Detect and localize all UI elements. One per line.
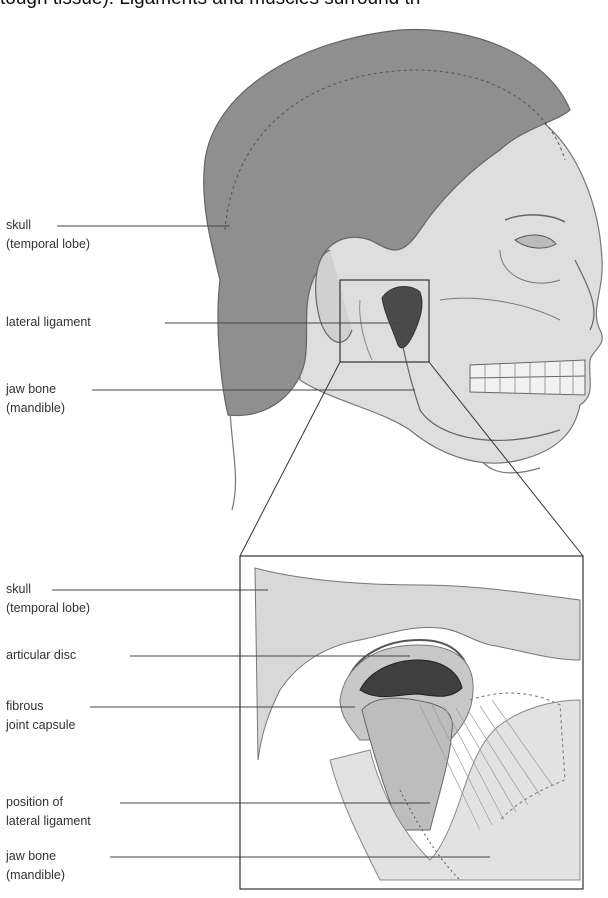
teeth (470, 360, 585, 395)
label-skull-top-line2: (temporal lobe) (6, 235, 90, 254)
label-articular-disc-line1: articular disc (6, 646, 76, 665)
label-skull-bottom: skull (temporal lobe) (6, 580, 90, 618)
label-jaw-bone-top: jaw bone (mandible) (6, 380, 65, 418)
label-lateral-ligament-position-line1: position of (6, 793, 91, 812)
label-skull-bottom-line2: (temporal lobe) (6, 599, 90, 618)
label-jaw-bone-top-line2: (mandible) (6, 399, 65, 418)
head-figure (204, 30, 603, 510)
label-lateral-ligament-position-line2: lateral ligament (6, 812, 91, 831)
label-skull-top-line1: skull (6, 216, 90, 235)
label-fibrous-capsule-line1: fibrous (6, 697, 76, 716)
label-lateral-ligament-top: lateral ligament (6, 313, 91, 332)
label-skull-bottom-line1: skull (6, 580, 90, 599)
label-fibrous-capsule-line2: joint capsule (6, 716, 76, 735)
label-jaw-bone-bottom-line1: jaw bone (6, 847, 65, 866)
label-lateral-ligament-top-line1: lateral ligament (6, 313, 91, 332)
label-lateral-ligament-position: position of lateral ligament (6, 793, 91, 831)
neck-outline (230, 410, 235, 510)
label-jaw-bone-top-line1: jaw bone (6, 380, 65, 399)
label-fibrous-capsule: fibrous joint capsule (6, 697, 76, 735)
label-skull-top: skull (temporal lobe) (6, 216, 90, 254)
label-articular-disc: articular disc (6, 646, 76, 665)
label-jaw-bone-bottom-line2: (mandible) (6, 866, 65, 885)
label-jaw-bone-bottom: jaw bone (mandible) (6, 847, 65, 885)
